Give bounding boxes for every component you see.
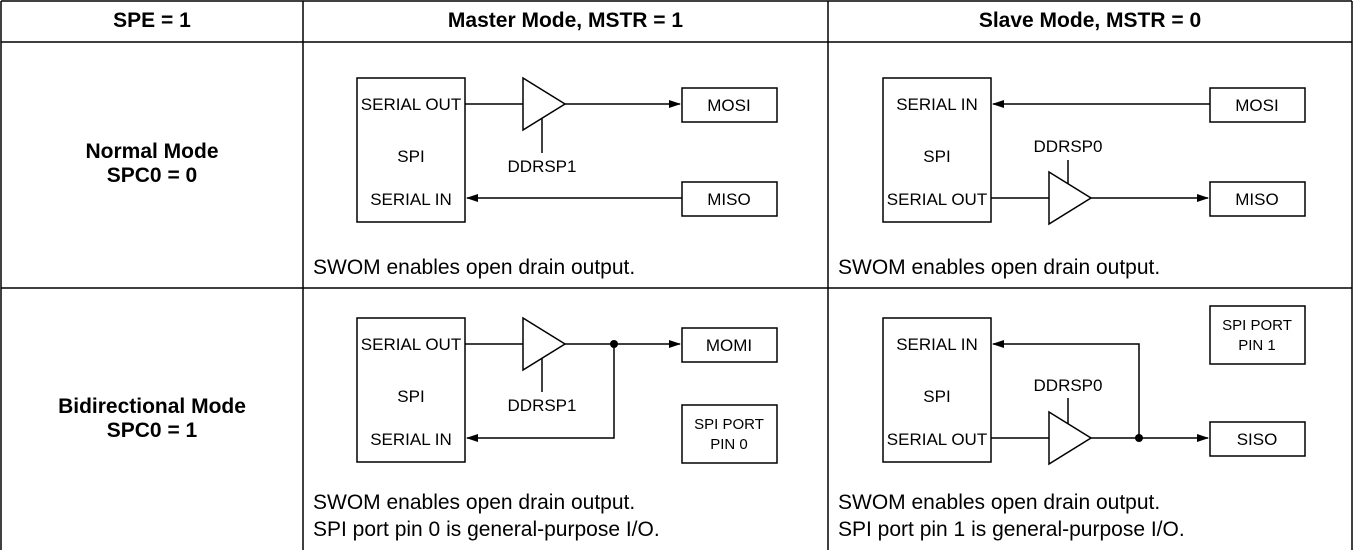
note-master-bidir-2: SPI port pin 0 is general-purpose I/O.	[313, 518, 660, 541]
diagram-slave-normal	[882, 77, 1306, 226]
miso-pin-box	[1209, 181, 1306, 217]
spi-port-pin1-box	[1209, 305, 1306, 365]
slave-bidir-enable: DDRSP0	[1034, 376, 1103, 395]
header-slave-mode: Slave Mode, MSTR = 0	[978, 9, 1202, 32]
note-master-bidir-1: SWOM enables open drain output.	[313, 491, 636, 514]
note-slave-normal: SWOM enables open drain output.	[838, 256, 1161, 279]
master-bidir-block-top: SERIAL OUT	[361, 335, 461, 354]
master-bidir-block-mid: SPI	[397, 387, 424, 406]
slave-bidir-block-top: SERIAL IN	[896, 335, 978, 354]
slave-normal-pin-out: MISO	[1235, 190, 1278, 209]
siso-pin-box	[1209, 421, 1306, 457]
mosi-pin-box	[1209, 87, 1306, 123]
slave-bidir-pin-io: SISO	[1237, 430, 1278, 449]
slave-normal-block-mid: SPI	[923, 147, 950, 166]
master-bidir-block-bottom: SERIAL IN	[370, 430, 452, 449]
slave-bidir-port-line2: PIN 1	[1238, 337, 1276, 354]
slave-bidir-block-mid: SPI	[923, 387, 950, 406]
spi-block	[356, 317, 466, 463]
master-bidir-port-line2: PIN 0	[710, 436, 748, 453]
master-normal-block-mid: SPI	[397, 147, 424, 166]
row-label-normal-line2: SPC0 = 0	[106, 164, 198, 187]
miso-pin-box	[681, 181, 778, 217]
return-path	[466, 344, 615, 442]
mosi-pin-box	[681, 87, 778, 123]
spi-block	[882, 77, 992, 223]
header-spe: SPE = 1	[113, 9, 191, 32]
spi-block	[356, 77, 466, 223]
spi-port-pin0-box	[681, 404, 778, 464]
master-bidir-pin-io: MOMI	[706, 336, 752, 355]
row-label-normal: Normal Mode SPC0 = 0	[1, 140, 303, 188]
header-master-mode: Master Mode, MSTR = 1	[447, 9, 684, 32]
junction-dot	[1135, 434, 1143, 442]
buffer-triangle	[1048, 170, 1093, 226]
master-normal-pin-in: MISO	[707, 190, 750, 209]
spi-block	[882, 317, 992, 463]
slave-normal-enable: DDRSP0	[1034, 137, 1103, 156]
master-normal-pin-out: MOSI	[707, 96, 750, 115]
row-label-bidir-line2: SPC0 = 1	[106, 419, 198, 442]
slave-normal-block-top: SERIAL IN	[896, 95, 978, 114]
buffer-triangle	[522, 316, 567, 372]
row-label-normal-line1: Normal Mode	[85, 140, 219, 163]
slave-bidir-block-bottom: SERIAL OUT	[887, 430, 987, 449]
master-normal-block-top: SERIAL OUT	[361, 95, 461, 114]
slave-bidir-port-line1: SPI PORT	[1222, 317, 1292, 334]
diagram-master-bidir	[356, 316, 778, 464]
row-label-bidirectional: Bidirectional Mode SPC0 = 1	[1, 395, 303, 443]
diagram-slave-bidir	[882, 305, 1306, 466]
master-bidir-enable: DDRSP1	[508, 396, 577, 415]
note-slave-bidir-1: SWOM enables open drain output.	[838, 491, 1161, 514]
master-bidir-port-line1: SPI PORT	[694, 416, 764, 433]
row-label-bidir-line1: Bidirectional Mode	[58, 395, 246, 418]
momi-pin-box	[681, 327, 778, 363]
diagram-master-normal	[356, 76, 778, 223]
slave-normal-pin-in: MOSI	[1235, 96, 1278, 115]
buffer-triangle	[1048, 410, 1093, 466]
junction-dot	[610, 340, 618, 348]
buffer-triangle	[522, 76, 567, 132]
note-master-normal: SWOM enables open drain output.	[313, 256, 636, 279]
return-path	[992, 340, 1140, 438]
note-slave-bidir-2: SPI port pin 1 is general-purpose I/O.	[838, 518, 1185, 541]
master-normal-enable: DDRSP1	[508, 157, 577, 176]
master-normal-block-bottom: SERIAL IN	[370, 190, 452, 209]
slave-normal-block-bottom: SERIAL OUT	[887, 190, 987, 209]
